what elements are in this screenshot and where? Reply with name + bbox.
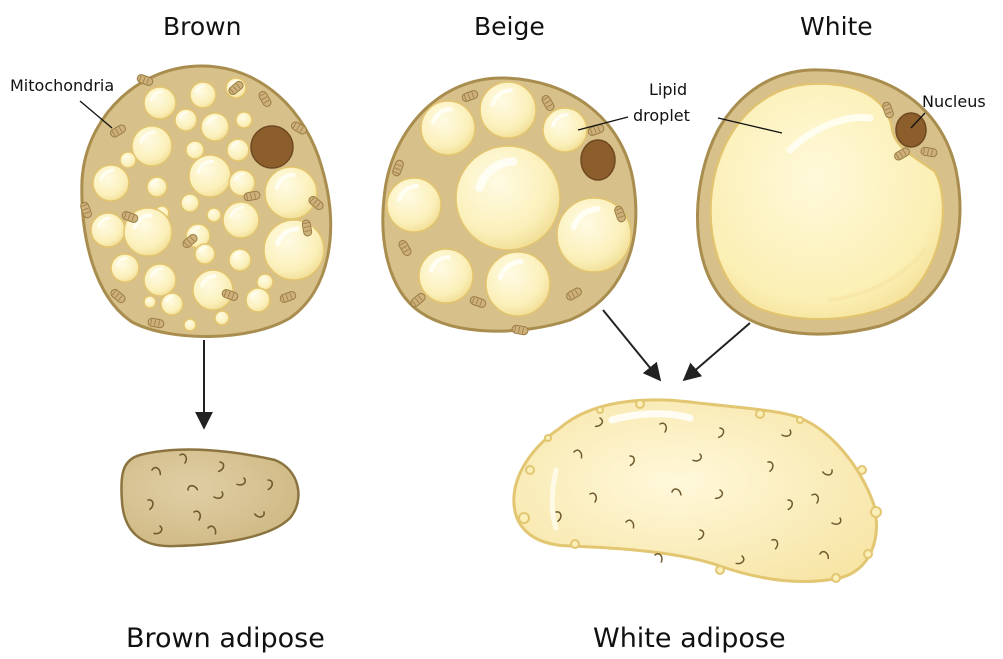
tissue-bump [756,410,764,418]
beige-adipocyte [383,78,636,335]
white-adipose-tissue [514,400,881,582]
brown-adipose-label: Brown adipose [126,623,325,654]
beige-cell-title: Beige [474,12,545,41]
arrow-beige-to-white-tissue [603,310,660,380]
lipid-droplet-label-line2: droplet [633,106,690,125]
white-nucleus [896,113,926,147]
lipid-droplet [144,296,156,308]
brown-nucleus [251,126,293,168]
nucleus-label: Nucleus [922,92,986,111]
tissue-bump [526,466,534,474]
white-tissue-body [514,400,877,582]
brown-cell-title: Brown [163,12,241,41]
arrow-white-to-white-tissue [684,323,750,380]
brown-tissue-body [121,450,298,547]
tissue-bump [716,566,724,574]
lipid-droplet [215,311,229,325]
tissue-bump [545,435,551,441]
lipid-droplet [207,208,221,222]
mitochondria-label: Mitochondria [10,76,114,95]
tissue-bump [797,417,803,423]
brown-adipose-tissue [121,450,298,547]
white-adipocyte [697,70,960,334]
brown-adipocyte [80,66,331,337]
tissue-bump [571,540,579,548]
tissue-bump [832,574,840,582]
lipid-droplet [184,319,196,331]
lipid-droplet-label-line1: Lipid [649,80,687,99]
tissue-bump [858,466,866,474]
tissue-bump [864,550,872,558]
tissue-bump [871,507,881,517]
beige-nucleus [581,140,615,180]
lipid-droplet [236,112,252,128]
tissue-bump [636,400,644,408]
tissue-bump [519,513,529,523]
lipid-droplet [181,194,199,212]
tissue-bump [597,407,603,413]
white-adipose-label: White adipose [593,623,786,654]
white-cell-title: White [800,12,873,41]
lipid-droplet [120,152,136,168]
